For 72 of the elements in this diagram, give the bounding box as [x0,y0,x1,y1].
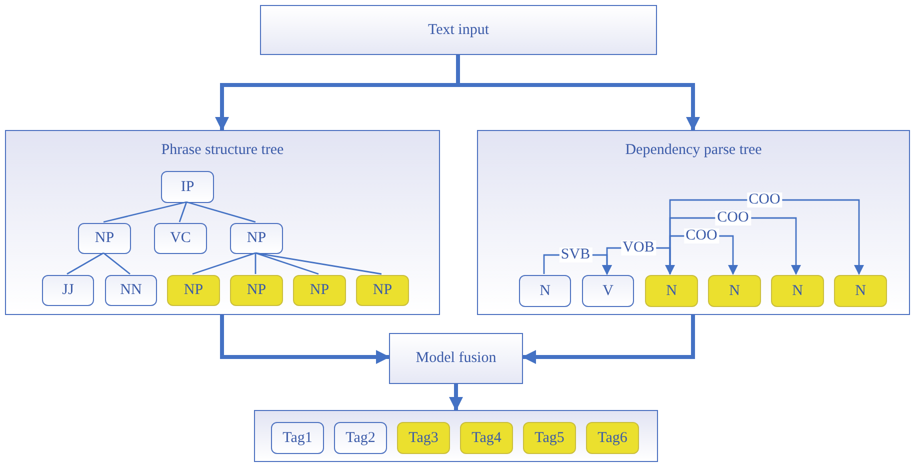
node-label: Tag5 [534,428,564,448]
connector-line [186,201,256,223]
tag-box [523,422,576,454]
node-label: NP [184,281,204,300]
tag-box [356,275,409,306]
connector-line [103,252,130,275]
panel [477,130,910,315]
arrow [449,384,463,411]
connector-line [255,252,382,275]
node-label: Tag1 [282,428,312,448]
edge-label: COO [746,192,782,208]
node-label: Text input [428,20,490,40]
tag-box [42,275,94,306]
node-label: NP [310,281,330,300]
node-label: N [666,282,677,301]
panel-title: Dependency parse tree [624,141,763,160]
tag-box [161,171,214,203]
tag-box [519,275,571,307]
connector-line [103,201,187,223]
connector-line [254,253,256,274]
node-label: V [602,282,614,301]
node-label: N [855,282,866,301]
arrow [456,55,700,131]
connector-line [66,252,104,275]
tag-box [230,223,283,254]
panel [5,130,440,315]
tag-box [167,275,220,306]
node-label: Tag2 [346,428,376,448]
node-label: N [792,282,803,301]
node-label: N [729,282,740,301]
node-label: NP [246,281,266,300]
tag-box [105,275,157,306]
edge-label: COO [684,228,720,244]
edge-label: SVB [558,248,592,262]
node-label: N [540,282,550,301]
tag-box [645,275,698,307]
arrow [522,315,695,364]
tag-box [78,223,131,254]
tag-box [708,275,761,307]
panel-title: Phrase structure tree [160,141,285,160]
tag-box [586,422,639,454]
node-label: Tag3 [408,428,438,448]
tag-box [834,275,887,307]
arrow [669,199,864,275]
node-label: NN [120,281,142,300]
node-label: VC [170,229,191,248]
node-label: Model fusion [416,349,496,368]
tag-box [397,422,450,454]
tag-box [154,223,207,254]
node-label: NP [94,229,114,248]
process-box [260,5,657,55]
tag-box [271,422,324,454]
node-label: NP [372,281,392,300]
node-label: NP [246,229,266,248]
node-label: IP [180,178,194,197]
tag-box [334,422,387,454]
tag-box [771,275,824,307]
tag-box [293,275,346,306]
process-box [389,333,523,384]
tag-box [460,422,513,454]
tag-box [582,275,634,307]
tag-box [230,275,283,306]
edge-label: VOB [620,240,656,256]
connector-line [192,252,256,275]
node-label: JJ [62,281,74,300]
edge-label: COO [715,210,751,226]
connector-line [255,252,319,275]
connector-line [178,202,188,222]
node-label: Tag6 [598,428,628,448]
arrow [220,315,390,364]
panel [254,410,658,462]
node-label: Tag4 [472,428,502,448]
